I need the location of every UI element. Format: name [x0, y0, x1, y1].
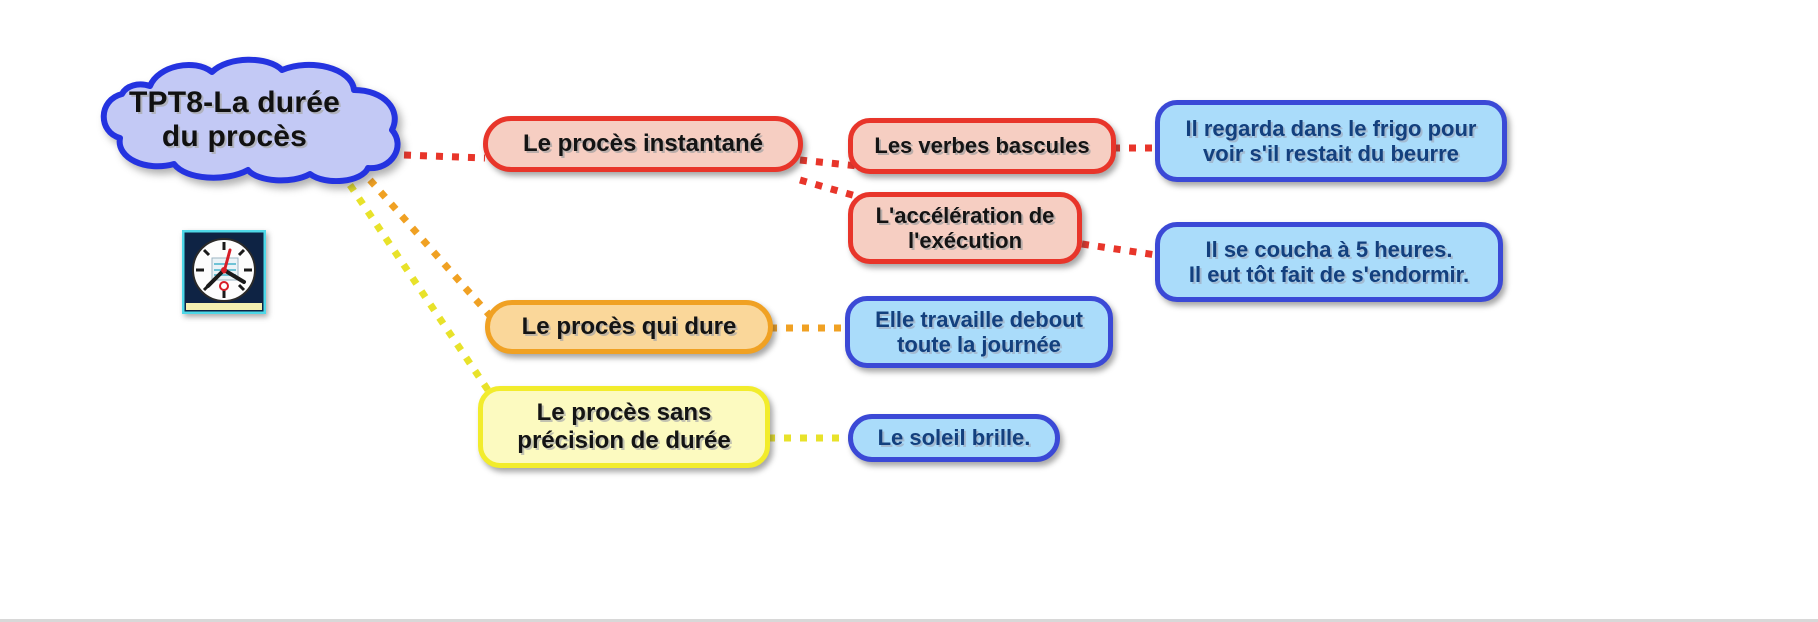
- clock-hour-hand: [206, 268, 226, 288]
- node-il-se-coucha[interactable]: Il se coucha à 5 heures. Il eut tôt fait…: [1155, 222, 1503, 302]
- edge-acceleration-coucha: [1081, 240, 1164, 260]
- node-le-proces-qui-dure[interactable]: Le procès qui dure: [485, 300, 773, 354]
- cloud-shape: [100, 56, 401, 184]
- clock-ticks: [196, 242, 252, 298]
- node-les-verbes-bascules[interactable]: Les verbes bascules: [848, 118, 1116, 174]
- clock-icon[interactable]: [182, 230, 266, 314]
- root-node-label: TPT8-La durée du procès: [129, 86, 340, 153]
- clock-bottom-strip: [186, 303, 262, 310]
- node-le-proces-instantane[interactable]: Le procès instantané: [483, 116, 803, 172]
- node-il-regarda-frigo[interactable]: Il regarda dans le frigo pour voir s'il …: [1155, 100, 1507, 182]
- node-elle-travaille-debout[interactable]: Elle travaille debout toute la journée: [845, 296, 1113, 368]
- node-acceleration-execution[interactable]: L'accélération de l'exécution: [848, 192, 1082, 264]
- edge-root-sans-precision: [347, 183, 503, 410]
- node-le-soleil-brille[interactable]: Le soleil brille.: [848, 414, 1060, 462]
- node-le-proces-sans-precision[interactable]: Le procès sans précision de durée: [478, 386, 770, 468]
- edge-root-instantane: [403, 151, 486, 162]
- clock-center-pin: [221, 267, 227, 273]
- clock-lower-pin: [219, 281, 229, 291]
- edge-root-qui-dure: [367, 177, 495, 321]
- clock-minute-hand: [222, 268, 246, 284]
- root-node-cloud[interactable]: TPT8-La durée du procès: [62, 56, 407, 184]
